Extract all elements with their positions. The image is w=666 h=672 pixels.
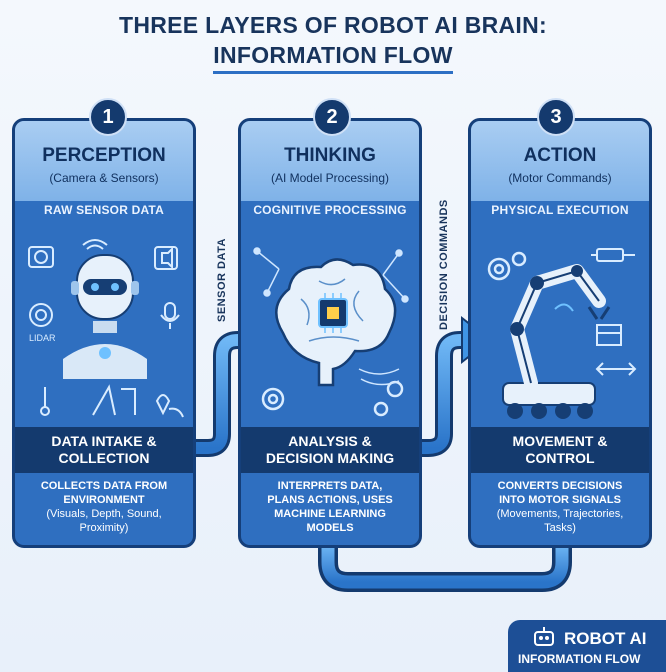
gear-icon [487, 251, 527, 281]
perception-band: DATA INTAKE & COLLECTION [15, 427, 193, 473]
camera-icon [28, 246, 54, 268]
perception-illustration: LIDAR [28, 239, 184, 418]
perception-section: RAW SENSOR DATA [44, 203, 164, 217]
decision-commands-label: DECISION COMMANDS [438, 199, 450, 330]
thinking-description: INTERPRETS DATA, PLANS ACTIONS, USES MAC… [247, 479, 413, 535]
box-icon [596, 324, 622, 346]
actuator-icon [591, 248, 635, 262]
thinking-desc-bold-3: MACHINE LEARNING [274, 508, 386, 520]
badge-line-1: ROBOT AI [564, 629, 647, 648]
action-title: ACTION [523, 145, 597, 166]
thinking-band-line-2: DECISION MAKING [265, 450, 395, 466]
perception-title: PERCEPTION [42, 145, 166, 166]
perception-desc-bold-2: ENVIRONMENT [63, 494, 145, 506]
title-line-2: INFORMATION FLOW [213, 40, 453, 74]
perception-panel: PERCEPTION (Camera & Sensors) RAW SENSOR… [12, 118, 196, 548]
thermometer-icon [40, 387, 50, 416]
action-desc-bold-1: CONVERTS DECISIONS [497, 480, 623, 492]
thinking-subtitle: (AI Model Processing) [270, 171, 390, 185]
action-description: CONVERTS DECISIONS INTO MOTOR SIGNALS (M… [477, 479, 643, 535]
thinking-desc-bold-2: PLANS ACTIONS, USES [267, 494, 393, 506]
panel-1-number: 1 [89, 98, 127, 136]
action-band-line-1: MOVEMENT & [512, 433, 608, 449]
action-panel: ACTION (Motor Commands) PHYSICAL EXECUTI… [468, 118, 652, 548]
action-desc-bold-2: INTO MOTOR SIGNALS [499, 494, 621, 506]
thinking-desc-bold-1: INTERPRETS DATA, [277, 480, 383, 492]
network-icon [253, 247, 409, 303]
thinking-panel: THINKING (AI Model Processing) COGNITIVE… [238, 118, 422, 548]
sensor-data-label: SENSOR DATA [216, 238, 228, 322]
speaker-icon [154, 246, 178, 270]
badge-line-2: INFORMATION FLOW [518, 652, 641, 666]
action-illustration [487, 248, 637, 419]
robot-head-icon [63, 254, 147, 379]
title-line-1: THREE LAYERS OF ROBOT AI BRAIN: [118, 12, 547, 38]
microphone-icon [160, 302, 180, 329]
perception-band-line-2: COLLECTION [58, 450, 150, 466]
action-section: PHYSICAL EXECUTION [491, 203, 629, 217]
chip-icon [318, 293, 348, 333]
brand-badge: ROBOT AI INFORMATION FLOW [508, 620, 666, 672]
thinking-band-line-1: ANALYSIS & [288, 433, 372, 449]
page-title: THREE LAYERS OF ROBOT AI BRAIN: INFORMAT… [0, 10, 666, 74]
lidar-label: LIDAR [29, 333, 56, 343]
thinking-desc-bold-4: MODELS [306, 522, 354, 534]
action-subtitle: (Motor Commands) [508, 171, 612, 185]
action-desc-line-2: Tasks) [544, 522, 576, 534]
perception-description: COLLECTS DATA FROM ENVIRONMENT (Visuals,… [21, 479, 187, 535]
panel-3-number: 3 [537, 98, 575, 136]
arrows-icon [595, 362, 637, 376]
robot-arm-icon [502, 264, 611, 419]
webcam-icon [29, 303, 53, 327]
perception-subtitle: (Camera & Sensors) [49, 171, 159, 185]
action-desc-line-1: (Movements, Trajectories, [496, 508, 624, 520]
thinking-illustration [253, 247, 409, 417]
action-band: MOVEMENT & CONTROL [471, 427, 649, 473]
ruler-icon [92, 384, 136, 416]
perception-desc-line-2: Proximity) [79, 522, 129, 534]
perception-band-line-1: DATA INTAKE & [51, 433, 157, 449]
location-pin-icon [155, 394, 184, 418]
panel-2-number: 2 [313, 98, 351, 136]
wifi-icon [82, 239, 108, 250]
thinking-section: COGNITIVE PROCESSING [253, 203, 407, 217]
perception-desc-bold-1: COLLECTS DATA FROM [40, 480, 168, 492]
action-band-line-2: CONTROL [525, 450, 595, 466]
perception-desc-line-1: (Visuals, Depth, Sound, [46, 508, 162, 520]
robot-icon [534, 627, 554, 646]
gear-icon [261, 380, 404, 417]
thinking-band: ANALYSIS & DECISION MAKING [241, 427, 419, 473]
thinking-title: THINKING [284, 145, 376, 166]
